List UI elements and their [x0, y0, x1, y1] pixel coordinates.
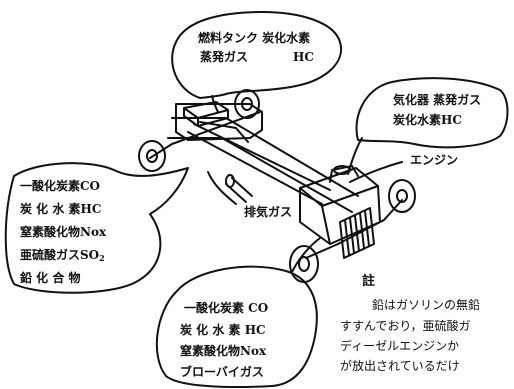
carburetor-callout-bubble: [355, 77, 509, 149]
exhaust-item-hc: 炭 化 水 素HC: [20, 202, 102, 216]
engine-label: エンジン: [410, 153, 459, 167]
exhaust-item-nox: 窒素酸化物Nox: [20, 225, 107, 239]
exhaust-item-co: 一酸化炭素CO: [20, 179, 101, 193]
so2-subscript: 2: [99, 253, 105, 263]
blowby-item-nox: 窒素酸化物Nox: [180, 344, 267, 358]
front-right-wheel: [388, 179, 416, 213]
fuel-tank: [183, 101, 229, 127]
blowby-gas-label: ブローバイガス: [180, 365, 264, 379]
exhaust-item-so2: 亜硫酸ガスSO2: [20, 249, 105, 262]
blowby-item-hc: 炭 化 水 素 HC: [180, 323, 266, 337]
note-line-2: すすんでおり，亜硫酸ガ: [340, 319, 471, 333]
fuel-tank-label-line1: 燃料タンク 炭化水素: [198, 31, 311, 45]
exhaust-item-lead: 鉛 化 合 物: [20, 271, 81, 285]
blowby-item-co: 一酸化炭素 CO: [184, 301, 269, 315]
fuel-tank-leader: [211, 95, 219, 113]
chassis-frame: [167, 103, 359, 213]
blowby-leader: [291, 237, 321, 273]
front-left-wheel: [289, 245, 319, 283]
exhaust-gas-label: 排気ガス: [244, 205, 293, 219]
blowby-callout-bubble: [155, 265, 318, 388]
front-axle: [305, 199, 403, 259]
carburetor-label-line2: 炭化水素HC: [393, 113, 462, 127]
fuel-tank-hc-label: HC: [293, 50, 314, 64]
fuel-tank-callout-bubble: [171, 11, 343, 99]
note-line-3: ディーゼルエンジンか: [340, 339, 460, 353]
note-line-4: が放出されているだけ: [340, 359, 460, 373]
note-title: 註: [362, 274, 376, 289]
exhaust-callout-bubble: [4, 162, 189, 294]
exhaust-item-so2-text: 亜硫酸ガスSO: [20, 248, 100, 262]
exhaust-leader: [207, 171, 237, 205]
rear-right-wheel: [234, 89, 260, 119]
exhaust-tailpipe: [225, 174, 253, 203]
rear-left-wheel: [138, 140, 166, 172]
fuel-tank-label-line2: 蒸発ガス: [200, 50, 249, 64]
carburetor-label-line1: 気化器 蒸発ガス: [393, 93, 482, 107]
engine-leader: [349, 161, 403, 183]
note-line-1: 鉛はガソリンの無鉛: [372, 298, 481, 312]
